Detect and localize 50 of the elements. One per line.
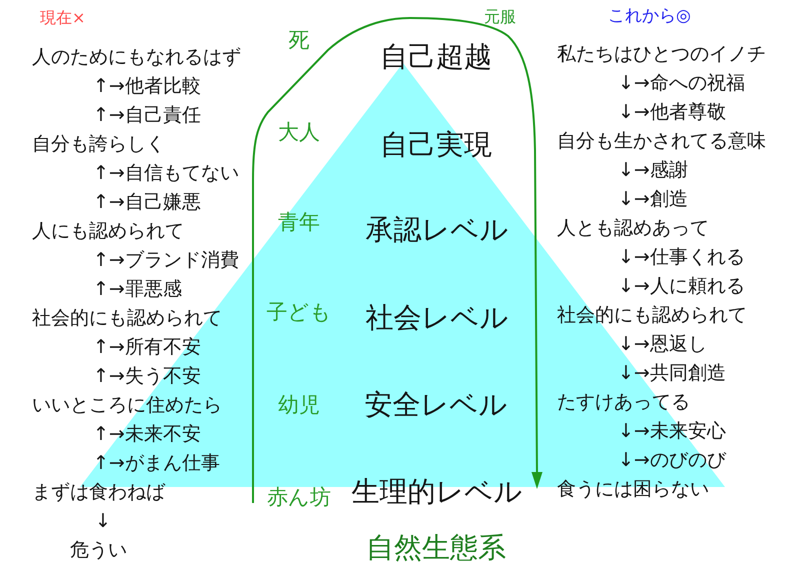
statement-text: たすけあってる: [557, 392, 690, 414]
arrow-glyph: ↓: [95, 511, 111, 533]
statement-text: いいところに住めたら: [32, 395, 222, 417]
arrow-note-text: ↓→のびのび: [618, 450, 726, 472]
statement-text: まずは食わねば: [32, 482, 165, 504]
level-label: 生理的レベル: [352, 476, 522, 508]
level-label: 承認レベル: [366, 214, 508, 246]
arrow-note-text: ↓→共同創造: [618, 363, 726, 385]
level-label: 自己超越: [380, 40, 492, 74]
arrow-note-text: ↑→がまん仕事: [93, 453, 220, 475]
stage-label: 幼児: [278, 392, 320, 418]
arrow-note-text: ↓→仕事くれる: [618, 247, 745, 269]
stage-label: 死: [288, 28, 310, 52]
stage-label: 子ども: [266, 300, 332, 324]
arrow-note-text: ↑→自己責任: [93, 105, 201, 127]
arrow-note-text: ↑→ブランド消費: [93, 250, 239, 272]
statement-text: 自分も誇らしく: [32, 134, 165, 156]
level-label: 社会レベル: [366, 302, 508, 334]
level-label: 安全レベル: [364, 388, 508, 422]
statement-text: 人とも認めあって: [557, 218, 709, 240]
column-heading: 現在×: [40, 8, 86, 28]
statement-text: 社会的にも認められて: [32, 308, 222, 330]
stage-label: 青年: [278, 210, 320, 234]
arrow-note-text: ↑→未来不安: [93, 424, 201, 446]
statement-text: 人のためにもなれるはず: [32, 47, 241, 69]
arrow-note-text: ↓→命への祝福: [618, 73, 745, 95]
statement-text: 社会的にも認められて: [557, 305, 747, 327]
arrow-note-text: ↑→罪悪感: [93, 279, 182, 301]
column-heading: これから◎: [608, 7, 691, 27]
arrow-note-text: ↓→人に頼れる: [618, 276, 745, 298]
statement-text: 人にも認められて: [32, 221, 184, 243]
arrow-note-text: ↑→所有不安: [93, 337, 201, 359]
statement-text: 自分も生かされてる意味: [557, 131, 766, 153]
arrow-note-text: ↑→失う不安: [93, 366, 201, 388]
statement-text: 食うには困らない: [557, 479, 709, 501]
arrow-note-text: ↓→恩返し: [618, 334, 707, 356]
stage-label: 大人: [278, 120, 320, 144]
level-label: 自己実現: [380, 128, 492, 162]
base-label: 自然生態系: [366, 532, 506, 564]
statement-text: 危うい: [70, 540, 127, 562]
arrow-note-text: ↑→自己嫌悪: [93, 192, 201, 214]
arrow-note-text: ↑→自信もてない: [93, 163, 239, 185]
arrow-note-text: ↓→他者尊敬: [618, 102, 726, 124]
statement-text: 私たちはひとつのイノチ: [557, 44, 766, 66]
stage-label: 元服: [484, 8, 516, 26]
stage-label: 赤ん坊: [267, 484, 331, 510]
arrow-note-text: ↓→創造: [618, 189, 688, 211]
arrow-note-text: ↓→感謝: [618, 160, 688, 182]
arrow-note-text: ↓→未来安心: [618, 421, 726, 443]
arrow-note-text: ↑→他者比較: [93, 76, 201, 98]
